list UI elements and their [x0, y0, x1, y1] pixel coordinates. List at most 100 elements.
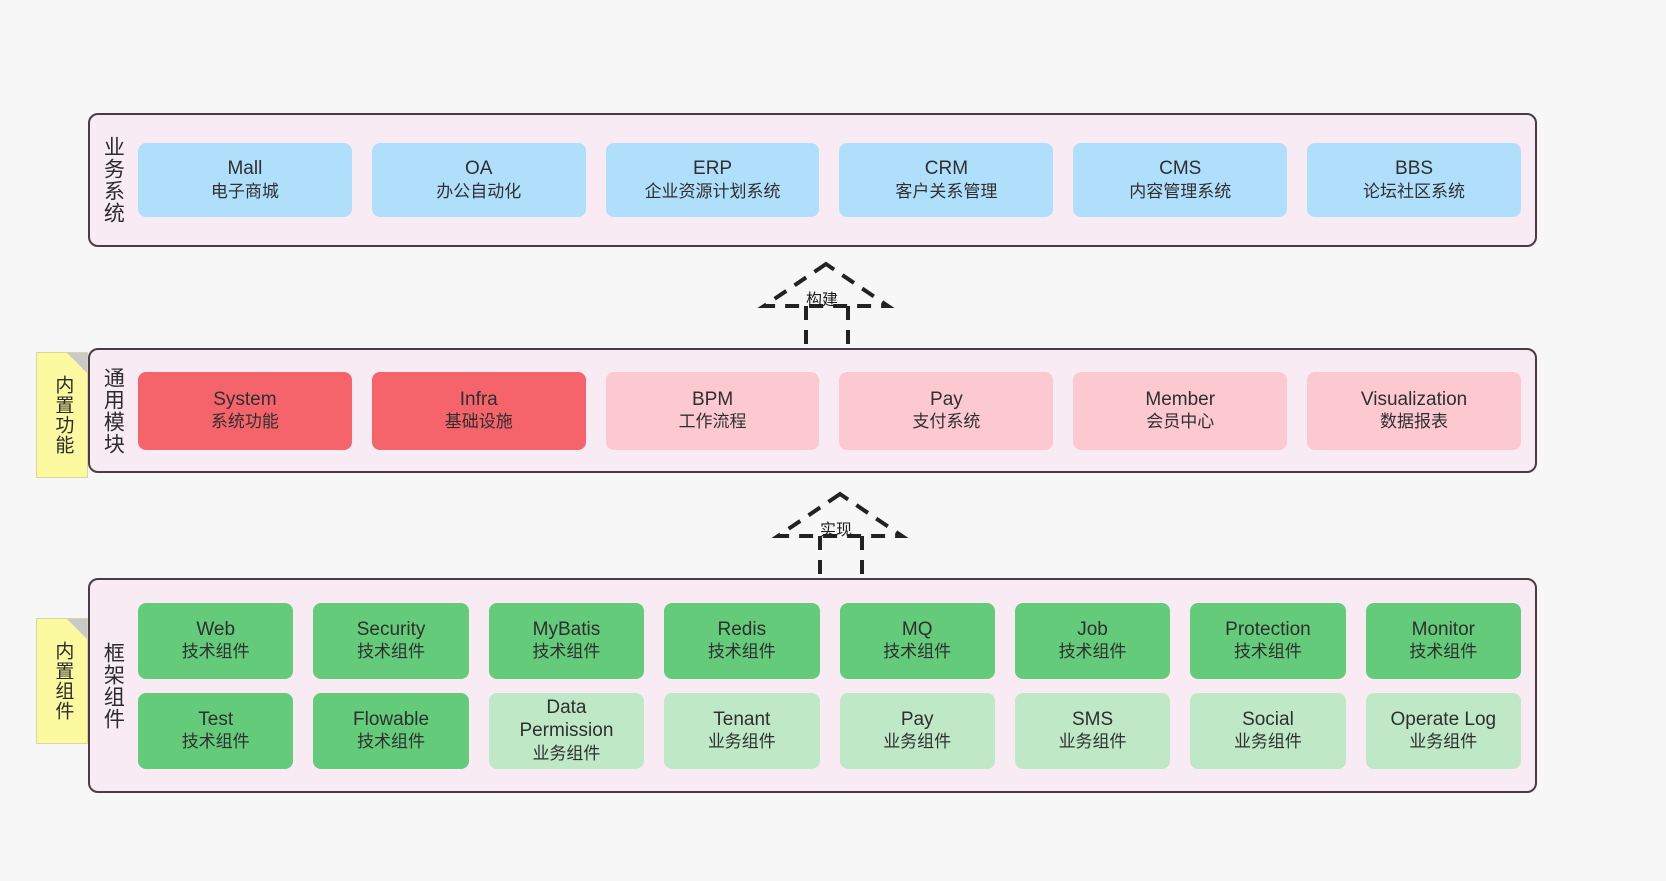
box-member[interactable]: Member 会员中心 — [1073, 371, 1288, 450]
box-pay-biz-subtitle: 业务组件 — [883, 732, 952, 752]
box-mall-title: Mall — [227, 158, 263, 180]
layer-business-body: Mall 电子商城 OA 办公自动化 ERP 企业资源计划系统 CRM 客户关系… — [134, 115, 1535, 245]
box-bpm[interactable]: BPM 工作流程 — [605, 371, 820, 450]
box-social-subtitle: 业务组件 — [1233, 732, 1302, 752]
box-bpm-subtitle: 工作流程 — [678, 412, 747, 432]
box-protection-title: Protection — [1225, 618, 1311, 640]
connector-implement-label: 实现 — [820, 522, 853, 539]
connector-build: 构建 — [757, 258, 898, 344]
framework-row-biz: Test 技术组件 Flowable 技术组件 Data Permission … — [138, 692, 1521, 769]
box-visualization[interactable]: Visualization 数据报表 — [1307, 371, 1521, 450]
box-flowable-title: Flowable — [353, 708, 430, 730]
box-oa[interactable]: OA 办公自动化 — [371, 143, 586, 217]
box-web-subtitle: 技术组件 — [181, 642, 250, 662]
box-tenant[interactable]: Tenant 业务组件 — [664, 692, 820, 769]
box-pay-biz-title: Pay — [900, 708, 934, 730]
box-job-subtitle: 技术组件 — [1058, 642, 1127, 662]
box-redis[interactable]: Redis 技术组件 — [664, 602, 820, 679]
layer-common-module: 通用模块 System 系统功能 Infra 基础设施 BPM 工作流程 Pay… — [88, 348, 1537, 473]
box-test[interactable]: Test 技术组件 — [138, 692, 294, 769]
box-web-title: Web — [196, 618, 236, 640]
connector-build-label: 构建 — [806, 292, 839, 309]
box-sms[interactable]: SMS 业务组件 — [1014, 692, 1171, 769]
note-fold-icon — [67, 619, 87, 639]
layer-business-system: 业务系统 Mall 电子商城 OA 办公自动化 ERP 企业资源计划系统 CRM… — [88, 113, 1537, 247]
box-infra[interactable]: Infra 基础设施 — [371, 371, 586, 450]
layer-module-body: System 系统功能 Infra 基础设施 BPM 工作流程 Pay 支付系统… — [134, 350, 1535, 471]
box-member-title: Member — [1145, 388, 1216, 410]
box-data-permission-subtitle: 业务组件 — [532, 744, 601, 764]
box-redis-title: Redis — [717, 618, 767, 640]
box-monitor[interactable]: Monitor 技术组件 — [1365, 602, 1521, 679]
box-sms-title: SMS — [1071, 708, 1114, 730]
box-security-title: Security — [356, 618, 426, 640]
box-job-title: Job — [1077, 618, 1108, 640]
box-infra-title: Infra — [459, 388, 498, 410]
box-monitor-title: Monitor — [1411, 618, 1475, 640]
layer-framework-component: 框架组件 Web 技术组件 Security 技术组件 MyBatis 技术组件… — [88, 578, 1537, 793]
box-mybatis-subtitle: 技术组件 — [532, 642, 601, 662]
connector-implement-shape — [771, 491, 909, 574]
box-cms-title: CMS — [1159, 158, 1202, 180]
box-web[interactable]: Web 技术组件 — [138, 602, 294, 679]
box-flowable-subtitle: 技术组件 — [357, 732, 426, 752]
box-erp[interactable]: ERP 企业资源计划系统 — [605, 143, 820, 217]
business-row: Mall 电子商城 OA 办公自动化 ERP 企业资源计划系统 CRM 客户关系… — [138, 143, 1521, 217]
box-pay-title: Pay — [930, 388, 963, 410]
box-operate-log[interactable]: Operate Log 业务组件 — [1365, 692, 1521, 769]
box-job[interactable]: Job 技术组件 — [1014, 602, 1171, 679]
box-erp-title: ERP — [693, 158, 733, 180]
box-cms-subtitle: 内容管理系统 — [1129, 181, 1232, 201]
box-crm-title: CRM — [924, 158, 969, 180]
box-social-title: Social — [1242, 708, 1294, 730]
module-row: System 系统功能 Infra 基础设施 BPM 工作流程 Pay 支付系统… — [138, 371, 1521, 450]
box-pay-biz[interactable]: Pay 业务组件 — [839, 692, 995, 769]
box-cms[interactable]: CMS 内容管理系统 — [1073, 143, 1288, 217]
box-oa-title: OA — [465, 158, 493, 180]
box-crm[interactable]: CRM 客户关系管理 — [839, 143, 1054, 217]
box-operate-log-title: Operate Log — [1390, 708, 1497, 730]
note-builtin-function-label: 内置功能 — [52, 375, 74, 455]
box-visualization-title: Visualization — [1360, 388, 1468, 410]
box-visualization-subtitle: 数据报表 — [1380, 412, 1449, 432]
box-tenant-title: Tenant — [713, 708, 771, 730]
box-mq-subtitle: 技术组件 — [883, 642, 952, 662]
box-social[interactable]: Social 业务组件 — [1190, 692, 1346, 769]
box-bbs-subtitle: 论坛社区系统 — [1363, 181, 1466, 201]
box-sms-subtitle: 业务组件 — [1058, 732, 1127, 752]
box-operate-log-subtitle: 业务组件 — [1409, 732, 1478, 752]
box-crm-subtitle: 客户关系管理 — [895, 181, 998, 201]
box-mybatis[interactable]: MyBatis 技术组件 — [488, 602, 645, 679]
box-protection-subtitle: 技术组件 — [1233, 642, 1302, 662]
layer-framework-title: 框架组件 — [101, 641, 125, 730]
note-fold-icon — [67, 353, 87, 373]
connector-implement: 实现 — [771, 488, 912, 574]
box-mybatis-title: MyBatis — [532, 618, 601, 640]
box-data-permission[interactable]: Data Permission 业务组件 — [488, 692, 645, 769]
box-bbs[interactable]: BBS 论坛社区系统 — [1307, 143, 1521, 217]
box-oa-subtitle: 办公自动化 — [436, 181, 522, 201]
box-mq[interactable]: MQ 技术组件 — [839, 602, 995, 679]
box-system-subtitle: 系统功能 — [210, 412, 279, 432]
box-monitor-subtitle: 技术组件 — [1409, 642, 1478, 662]
box-infra-subtitle: 基础设施 — [444, 412, 513, 432]
layer-business-title: 业务系统 — [101, 136, 125, 224]
note-builtin-component: 内置组件 — [36, 618, 88, 744]
framework-row-tech: Web 技术组件 Security 技术组件 MyBatis 技术组件 Redi… — [138, 602, 1521, 679]
box-pay-subtitle: 支付系统 — [912, 412, 981, 432]
box-pay[interactable]: Pay 支付系统 — [839, 371, 1054, 450]
box-bbs-title: BBS — [1395, 158, 1434, 180]
box-tenant-subtitle: 业务组件 — [707, 732, 776, 752]
box-flowable[interactable]: Flowable 技术组件 — [313, 692, 469, 769]
box-bpm-title: BPM — [691, 388, 734, 410]
box-system[interactable]: System 系统功能 — [138, 371, 352, 450]
layer-framework-body: Web 技术组件 Security 技术组件 MyBatis 技术组件 Redi… — [134, 580, 1535, 791]
box-erp-subtitle: 企业资源计划系统 — [644, 181, 781, 201]
box-protection[interactable]: Protection 技术组件 — [1190, 602, 1346, 679]
box-data-permission-title: Data Permission — [519, 696, 614, 742]
box-redis-subtitle: 技术组件 — [707, 642, 776, 662]
box-mall[interactable]: Mall 电子商城 — [138, 143, 352, 217]
box-security[interactable]: Security 技术组件 — [313, 602, 469, 679]
box-system-title: System — [213, 388, 277, 410]
box-test-title: Test — [198, 708, 234, 730]
